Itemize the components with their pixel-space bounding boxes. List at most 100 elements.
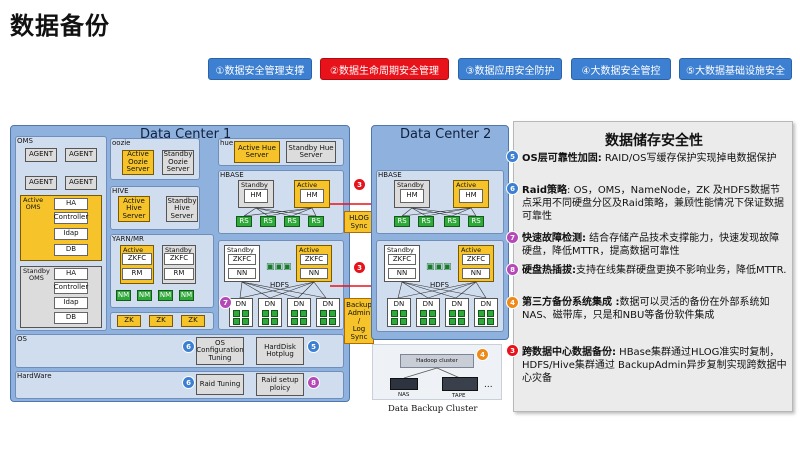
disk-icon — [300, 310, 307, 317]
disk-icon — [458, 310, 465, 317]
tab-big-data-infrastructure[interactable]: ⑤大数据基础设施安全 — [679, 58, 792, 80]
badge-5: 5 — [506, 150, 519, 163]
disk-icon — [271, 318, 278, 325]
hdfs-active-label: Active — [299, 246, 320, 254]
disk-icon — [291, 318, 298, 325]
data-node-label: DN — [451, 300, 463, 308]
node-manager: NM — [116, 290, 131, 301]
oms-controller: Controller — [54, 282, 88, 294]
oms-ldap: Idap — [54, 297, 88, 309]
tab-data-application-protection[interactable]: ③数据应用安全防护 — [458, 58, 562, 80]
disk-icon — [391, 310, 398, 317]
hdfs-standby-label: Standby — [387, 246, 414, 254]
hdfs-nn: NN — [228, 268, 256, 279]
data-node: DN — [387, 298, 411, 327]
disk-icon — [329, 318, 336, 325]
hbase-hm: HM — [400, 189, 424, 203]
hdfs-zkfc: ZKFC — [388, 254, 416, 265]
hbase-hm: HM — [459, 189, 483, 203]
oms-db: DB — [54, 312, 88, 324]
badge-4: 4 — [476, 348, 489, 361]
disk-icon — [420, 310, 427, 317]
agent-box: AGENT — [65, 148, 97, 162]
disk-icon — [271, 310, 278, 317]
region-server: RS — [284, 216, 300, 227]
badge-3: 3 — [506, 344, 519, 357]
disk-icon — [478, 310, 485, 317]
tab-data-lifecycle[interactable]: ②数据生命周期安全管理 — [320, 58, 449, 80]
data-node: DN — [287, 298, 311, 327]
zookeeper-node: ZK — [117, 315, 141, 327]
data-node: DN — [229, 298, 253, 327]
disk-icon — [400, 310, 407, 317]
hdfs-label: HDFS — [430, 281, 450, 289]
hdfs-standby-label: Standby — [227, 246, 254, 254]
node-manager: NM — [179, 290, 194, 301]
tab-data-security-support[interactable]: ①数据安全管理支撑 — [208, 58, 312, 80]
os-configuration-tuning: OS Configuration Tuning — [196, 337, 244, 365]
more-devices-ellipsis: ... — [484, 380, 493, 390]
badge-6: 6 — [182, 340, 195, 353]
standby-oms-label: Standby OMS — [23, 267, 50, 282]
hbase-links-dc1 — [243, 207, 317, 217]
disk-icon — [429, 318, 436, 325]
panel-item-cross-dc-backup: 跨数据中心数据备份: HBase集群通过HLOG准实时复制，HDFS/Hive集… — [522, 346, 788, 385]
hbase-standby-label: Standby — [241, 181, 268, 189]
disk-icon — [320, 310, 327, 317]
hdfs-zkfc: ZKFC — [228, 254, 256, 265]
active-hive-server: Active Hive Server — [118, 196, 150, 222]
hdfs-nn: NN — [462, 268, 490, 279]
journal-node-icon: ▣▣▣ — [266, 262, 292, 272]
hdfs-links-dc1 — [239, 281, 327, 299]
hdfs-nn: NN — [300, 268, 328, 279]
active-oms-label: Active OMS — [23, 196, 44, 211]
zookeeper-node: ZK — [149, 315, 173, 327]
item-body: 结合存储产品技术支撑能力，快速发现故障硬盘，降低MTTR，提高数据可靠性 — [522, 233, 780, 257]
data-node-label: DN — [235, 300, 247, 308]
disk-icon — [291, 310, 298, 317]
raid-tuning: Raid Tuning — [196, 374, 244, 395]
os-label: OS — [17, 335, 27, 343]
zookeeper-node: ZK — [181, 315, 205, 327]
panel-item-raid-strategy: Raid策略: OS，OMS，NameNode，ZK 及HDFS数据节点采用不同… — [522, 184, 788, 223]
panel-item-third-party-backup: 第三方备份系统集成 :数据可以灵活的备份在外部系统如NAS、磁带库，只是和NBU… — [522, 296, 788, 322]
node-manager: NM — [158, 290, 173, 301]
storage-security-panel: 数据储存安全性 OS层可靠性加固: RAID/OS写缓存保护实现掉电数据保护 R… — [513, 121, 793, 412]
journal-node-icon: ▣▣▣ — [426, 262, 452, 272]
oms-db: DB — [54, 244, 88, 256]
data-node-label: DN — [264, 300, 276, 308]
tape-label: TAPE — [452, 393, 466, 399]
active-hue-server: Active Hue Server — [234, 141, 280, 163]
hbase-active-label: Active — [297, 181, 318, 189]
badge-8: 8 — [506, 263, 519, 276]
yarn-zkfc: ZKFC — [122, 253, 152, 265]
panel-title: 数据储存安全性 — [605, 133, 703, 149]
hbase-hm: HM — [300, 189, 324, 203]
data-node: DN — [416, 298, 440, 327]
hardware-label: HardWare — [17, 372, 52, 380]
node-manager: NM — [137, 290, 152, 301]
dc2-title: Data Center 2 — [400, 127, 492, 142]
disk-icon — [449, 318, 456, 325]
hbase-standby-label: Standby — [397, 181, 424, 189]
tab-big-data-control[interactable]: ④大数据安全管控 — [571, 58, 671, 80]
badge-8: 8 — [307, 376, 320, 389]
disk-icon — [320, 318, 327, 325]
oozie-label: oozie — [112, 139, 131, 147]
data-node-label: DN — [480, 300, 492, 308]
item-body: 支持在线集群硬盘更换不影响业务，降低MTTR. — [576, 265, 787, 276]
disk-icon — [233, 310, 240, 317]
data-node: DN — [258, 298, 282, 327]
data-node-label: DN — [322, 300, 334, 308]
yarn-zkfc: ZKFC — [164, 253, 194, 265]
hdfs-zkfc: ZKFC — [462, 254, 490, 265]
yarn-rm: RM — [164, 268, 194, 280]
panel-item-disk-hotplug: 硬盘热插拔:支持在线集群硬盘更换不影响业务，降低MTTR. — [522, 264, 788, 277]
hdfs-active-label: Active — [461, 246, 482, 254]
raid-setup-policy: Raid setup ploicy — [256, 373, 304, 396]
badge-4: 4 — [506, 296, 519, 309]
item-body: HBase集群通过HLOG准实时复制，HDFS/Hive集群通过 BackupA… — [522, 347, 787, 384]
region-server: RS — [468, 216, 484, 227]
disk-icon — [391, 318, 398, 325]
disk-icon — [300, 318, 307, 325]
